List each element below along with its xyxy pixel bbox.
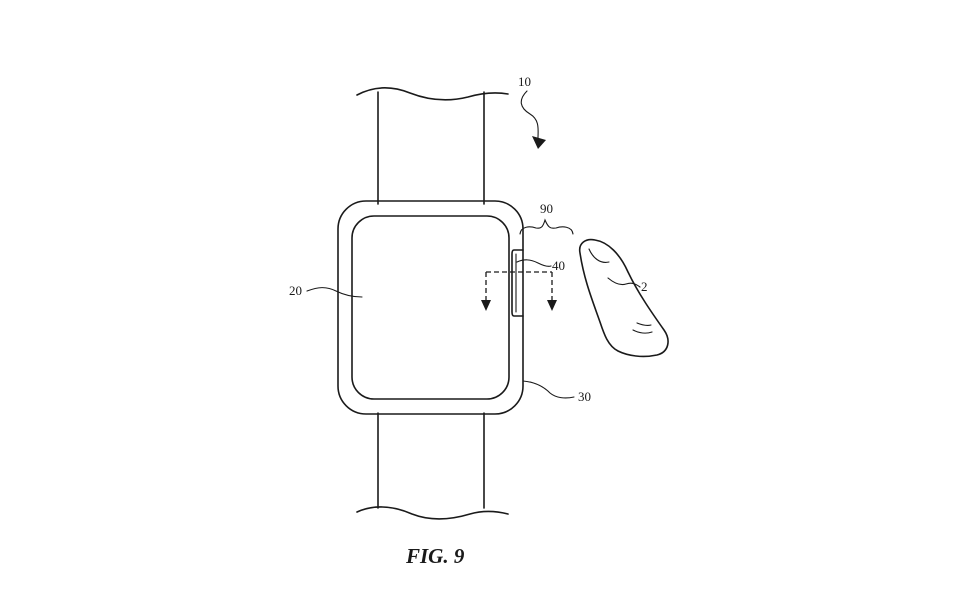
arrow-down-left xyxy=(481,300,491,311)
watch-housing xyxy=(337,200,524,415)
lower-band xyxy=(356,412,509,520)
leader-housing xyxy=(522,380,575,399)
leader-finger xyxy=(607,277,641,288)
label-crown: 40 xyxy=(552,258,565,273)
watch-display xyxy=(351,215,510,400)
figure-caption: FIG. 9 xyxy=(405,544,465,568)
label-display: 20 xyxy=(289,283,302,298)
label-region: 90 xyxy=(540,201,553,216)
label-finger: 2 xyxy=(641,279,648,294)
crown-button xyxy=(511,249,524,317)
arrow-down-right xyxy=(547,300,557,311)
finger xyxy=(578,238,669,358)
device-pointer xyxy=(520,90,546,149)
swipe-indicator xyxy=(481,271,557,311)
label-housing: 30 xyxy=(578,389,591,404)
leader-display xyxy=(306,287,363,298)
region-brace xyxy=(519,218,574,235)
leader-crown xyxy=(516,259,552,267)
upper-band xyxy=(356,87,509,205)
label-device: 10 xyxy=(518,74,531,89)
